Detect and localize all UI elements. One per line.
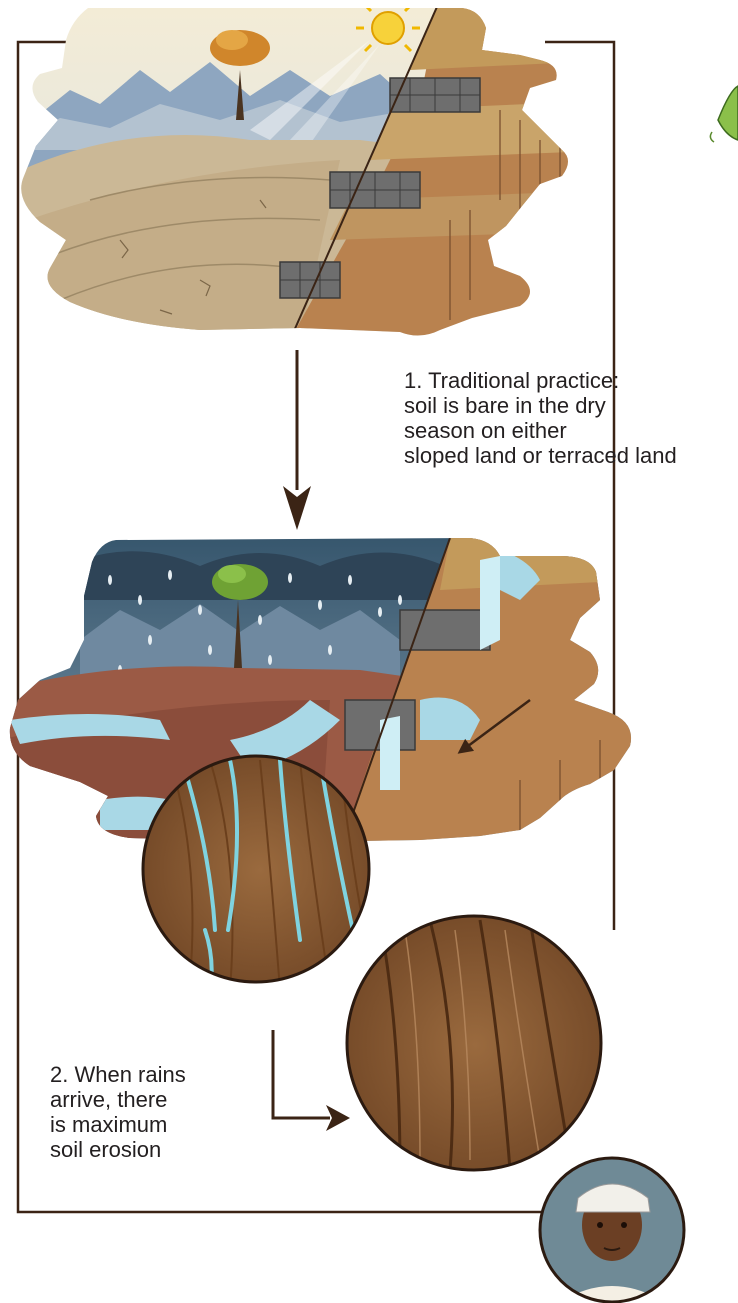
caption-step2-line: soil erosion <box>50 1137 186 1162</box>
caption-step1: 1. Traditional practice: soil is bare in… <box>404 368 677 468</box>
caption-step2-line: 2. When rains <box>50 1062 186 1087</box>
caption-step2-line: is maximum <box>50 1112 186 1137</box>
caption-step1-line: sloped land or terraced land <box>404 443 677 468</box>
caption-step2-line: arrive, there <box>50 1087 186 1112</box>
caption-step1-line: season on either <box>404 418 677 443</box>
leaf-icon <box>710 86 738 142</box>
caption-step2: 2. When rains arrive, there is maximum s… <box>50 1062 186 1162</box>
farmer-avatar <box>540 1158 684 1302</box>
sun-icon <box>372 12 404 44</box>
caption-step1-line: soil is bare in the dry <box>404 393 677 418</box>
caption-step1-line: 1. Traditional practice: <box>404 368 677 393</box>
right-arrow-icon <box>273 1030 350 1131</box>
down-arrow-icon <box>283 350 311 530</box>
soil-closeup-eroded <box>340 910 610 1180</box>
rainy-season-panel <box>0 530 738 850</box>
dry-season-panel <box>0 0 738 340</box>
